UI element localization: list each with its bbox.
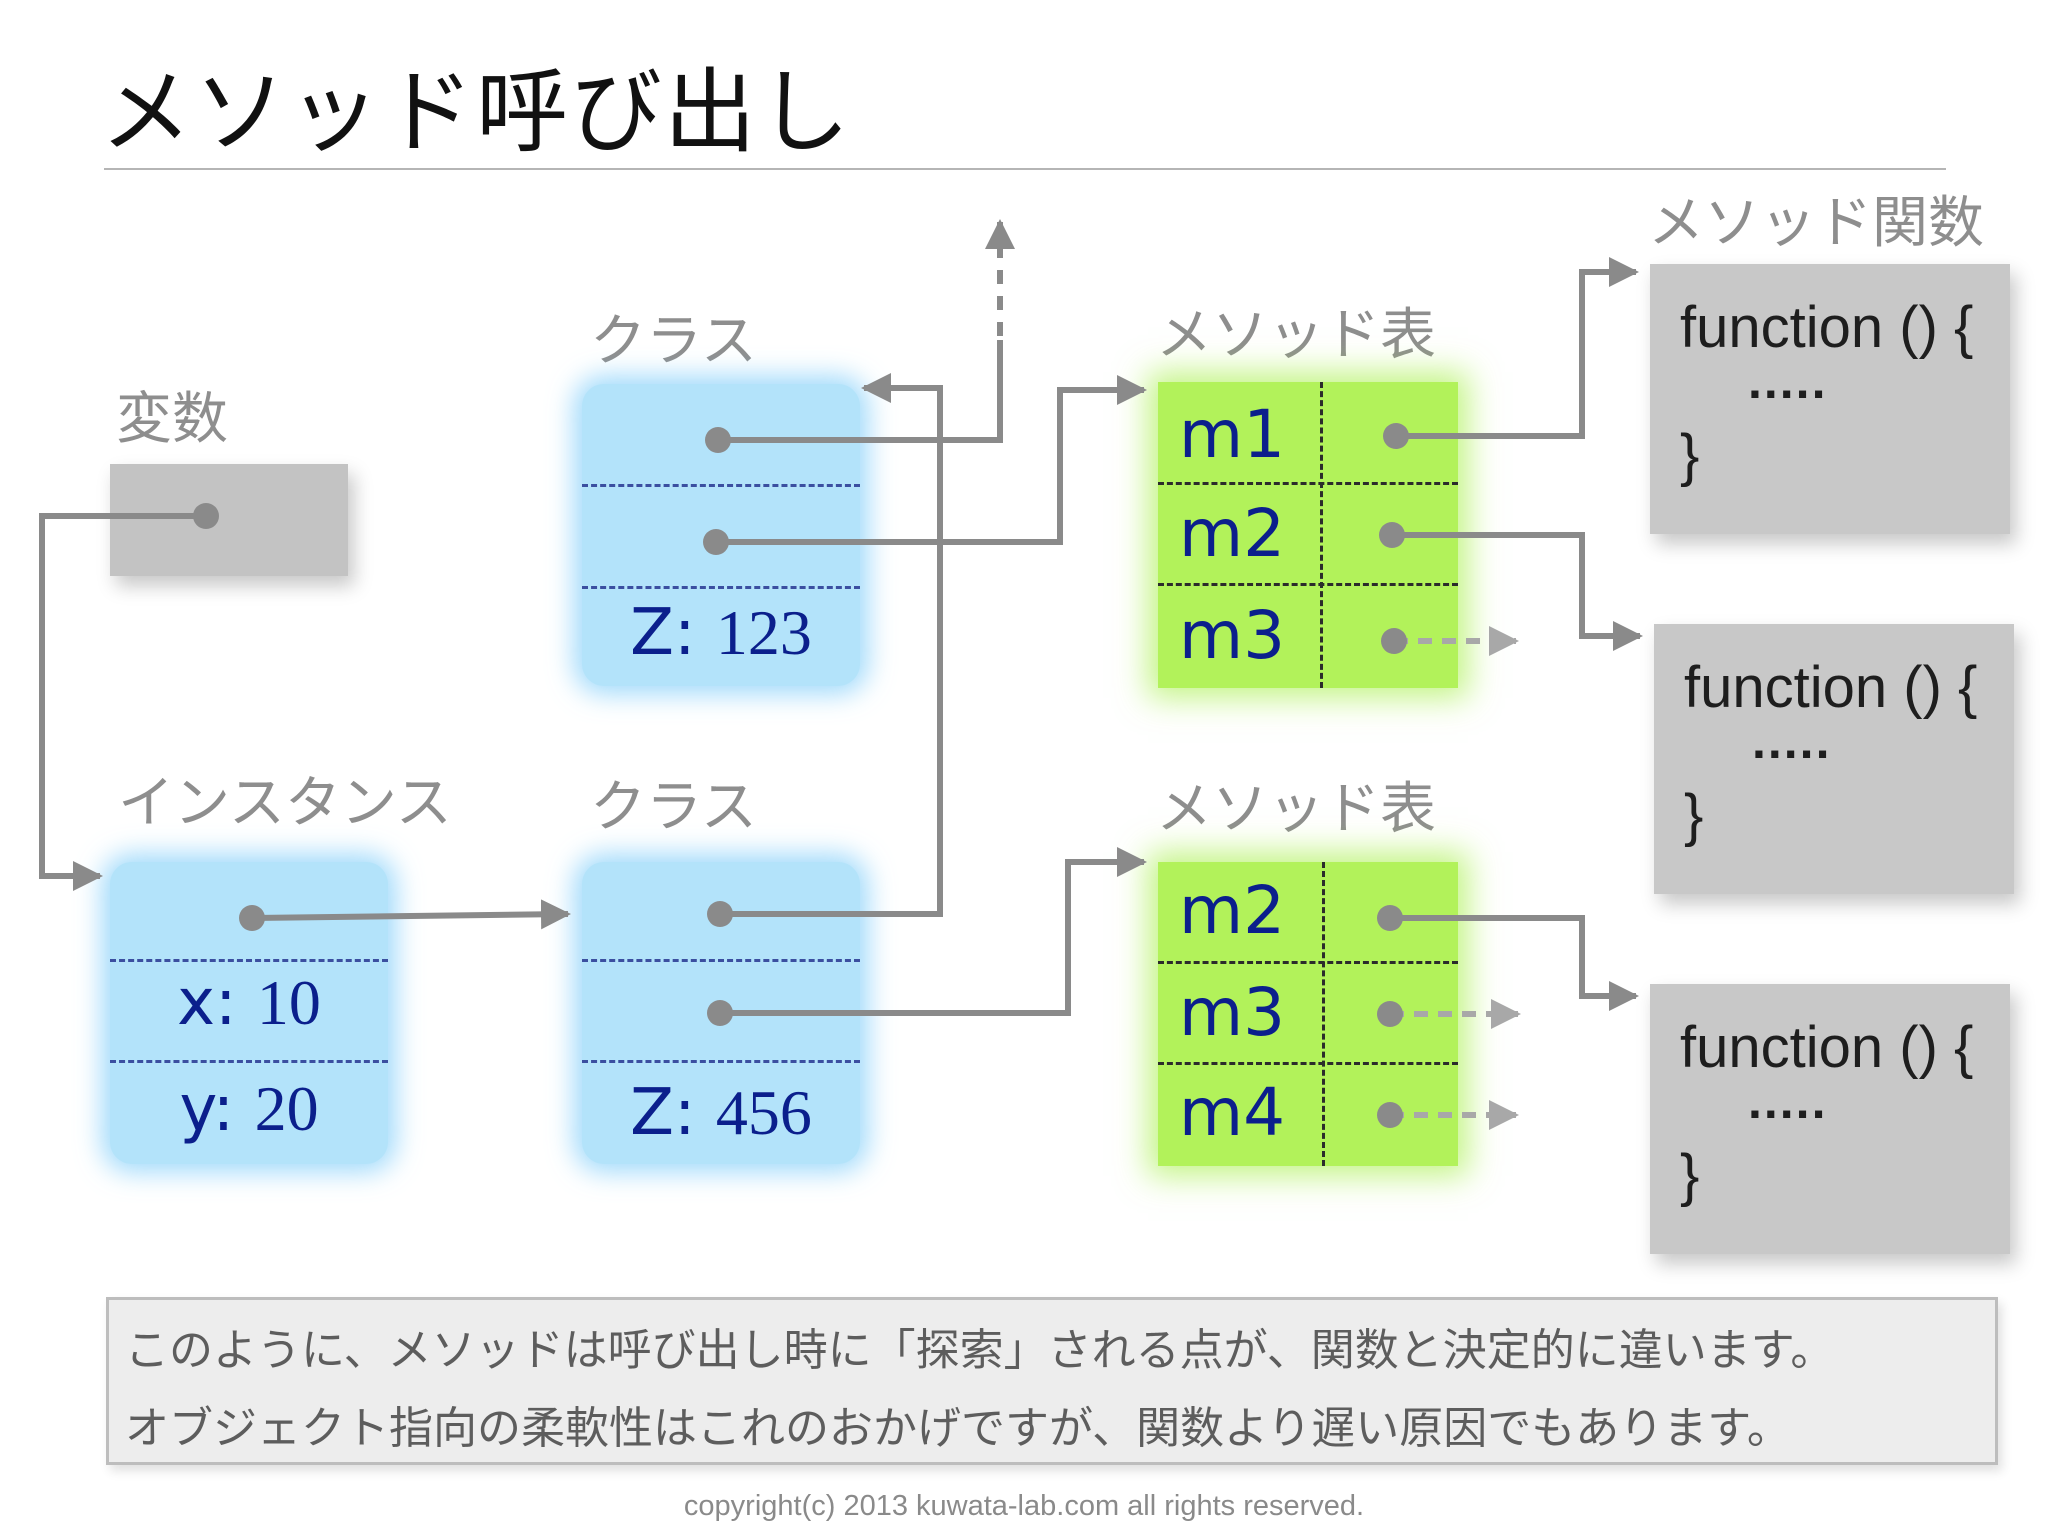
function-body: ..... bbox=[1752, 713, 1832, 769]
function-box-3: function () { ..... } bbox=[1650, 984, 2010, 1254]
pointer-dot bbox=[1377, 905, 1403, 931]
arrow-class-to-method-table-top bbox=[716, 375, 1147, 545]
field-value: 123 bbox=[715, 597, 812, 668]
separator bbox=[582, 586, 860, 589]
class-bottom-label: クラス bbox=[590, 775, 757, 840]
pointer-dot bbox=[1377, 1102, 1403, 1128]
explanation-line-2: オブジェクト指向の柔軟性はこれのおかげですが、関数より遅い原因でもあります。 bbox=[125, 1403, 1791, 1454]
arrow-m1-to-function bbox=[1396, 257, 1639, 439]
arrow-instance-to-class bbox=[251, 899, 571, 930]
function-box-1: function () { ..... } bbox=[1650, 264, 2010, 534]
arrow-class-to-parent bbox=[720, 340, 1003, 443]
arrow-class-to-method-table-bottom bbox=[720, 847, 1147, 1016]
function-header: function () { bbox=[1684, 655, 1978, 720]
separator bbox=[1158, 482, 1458, 485]
pointer-dot bbox=[707, 1000, 733, 1026]
pointer-dot bbox=[1379, 522, 1405, 548]
method-name: m2 bbox=[1178, 872, 1286, 949]
pointer-dot bbox=[1381, 628, 1407, 654]
function-body: ..... bbox=[1748, 353, 1828, 409]
field-name: x: bbox=[177, 966, 237, 1040]
separator bbox=[1322, 862, 1325, 1166]
instance-field-x: x: 10 bbox=[110, 966, 388, 1040]
class-bottom-field-z: Z: 456 bbox=[582, 1076, 860, 1150]
arrow-class-to-superclass bbox=[720, 373, 943, 917]
pointer-dot bbox=[703, 529, 729, 555]
function-box-2: function () { ..... } bbox=[1654, 624, 2014, 894]
arrow-variable-to-instance bbox=[39, 513, 206, 891]
function-header: function () { bbox=[1680, 295, 1974, 360]
pointer-dot bbox=[1383, 423, 1409, 449]
function-close: } bbox=[1684, 783, 1704, 848]
separator bbox=[110, 959, 388, 962]
explanation-line-1: このように、メソッドは呼び出し時に「探索」される点が、関数と決定的に違います。 bbox=[125, 1325, 1835, 1376]
pointer-dot bbox=[239, 905, 265, 931]
pointer-dot bbox=[707, 901, 733, 927]
separator bbox=[110, 1060, 388, 1063]
variable-box bbox=[110, 464, 348, 576]
separator bbox=[1158, 961, 1458, 964]
method-table-bottom: m2 m3 m4 bbox=[1158, 862, 1458, 1166]
pointer-dot bbox=[1377, 1001, 1403, 1027]
separator bbox=[1158, 583, 1458, 586]
page-title: メソッド呼び出し bbox=[100, 59, 853, 166]
method-table-bottom-label: メソッド表 bbox=[1156, 777, 1436, 842]
field-name: y: bbox=[179, 1072, 235, 1146]
method-name: m3 bbox=[1178, 597, 1286, 674]
field-value: 20 bbox=[254, 1073, 319, 1144]
instance-field-y: y: 20 bbox=[110, 1072, 388, 1146]
class-top-field-z: Z: 123 bbox=[582, 596, 860, 670]
field-value: 456 bbox=[715, 1077, 812, 1148]
method-functions-label: メソッド関数 bbox=[1648, 191, 1984, 256]
separator bbox=[582, 484, 860, 487]
function-close: } bbox=[1680, 1143, 1700, 1208]
field-name: Z: bbox=[630, 596, 696, 670]
method-name: m4 bbox=[1178, 1074, 1286, 1151]
separator bbox=[1158, 1062, 1458, 1065]
title-divider bbox=[104, 168, 1946, 170]
method-name: m3 bbox=[1178, 974, 1286, 1051]
class-top-label: クラス bbox=[590, 309, 757, 374]
pointer-dot bbox=[193, 503, 219, 529]
separator bbox=[582, 959, 860, 962]
field-name: Z: bbox=[630, 1076, 696, 1150]
copyright: copyright(c) 2013 kuwata-lab.com all rig… bbox=[683, 1490, 1365, 1522]
function-body: ..... bbox=[1748, 1073, 1828, 1129]
separator bbox=[1320, 382, 1323, 688]
explanation-box: このように、メソッドは呼び出し時に「探索」される点が、関数と決定的に違います。 … bbox=[106, 1297, 1998, 1465]
field-value: 10 bbox=[256, 967, 321, 1038]
method-table-top-label: メソッド表 bbox=[1156, 303, 1436, 368]
method-name: m1 bbox=[1178, 396, 1286, 473]
method-name: m2 bbox=[1178, 495, 1286, 572]
function-header: function () { bbox=[1680, 1015, 1974, 1080]
arrow-m2b-to-function bbox=[1390, 915, 1639, 1011]
pointer-dot bbox=[705, 427, 731, 453]
separator bbox=[582, 1060, 860, 1063]
variable-label: 変数 bbox=[116, 387, 228, 452]
arrow-m2-to-function bbox=[1392, 532, 1643, 651]
function-close: } bbox=[1680, 423, 1700, 488]
instance-label: インスタンス bbox=[118, 771, 452, 836]
